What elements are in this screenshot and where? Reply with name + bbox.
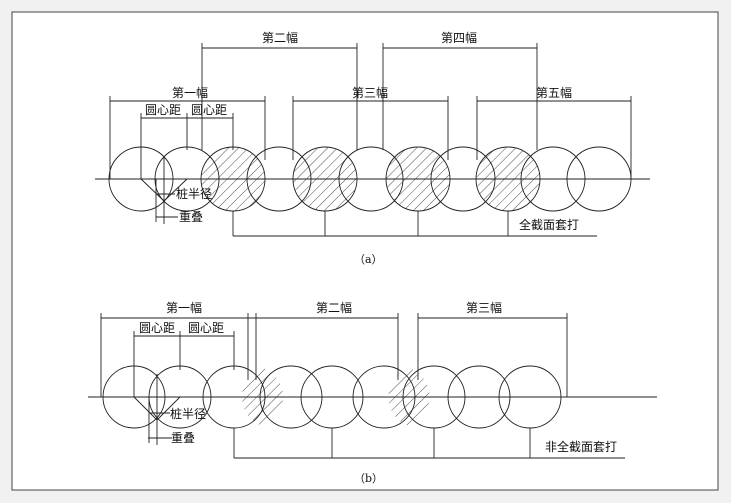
bottom-bracket-b <box>233 428 625 459</box>
pile-circle <box>259 365 323 429</box>
pile-circle <box>430 146 496 212</box>
overlap-lens-hatched <box>388 367 430 427</box>
pile-radius-label-a: 桩半径 <box>176 186 212 201</box>
pile-hatched <box>293 147 357 211</box>
span-label-first-b: 第一幅 <box>166 300 202 315</box>
span-label-first-a: 第一幅 <box>172 85 208 100</box>
diagram-a: 第二幅 第四幅 第一幅 第三幅 第五幅 圆心距 圆心距 <box>95 30 650 266</box>
dim-spans-b <box>100 313 568 397</box>
overlap-label-a: 重叠 <box>179 210 203 224</box>
center-distance-label-2-b: 圆心距 <box>188 321 224 335</box>
center-distance-label-1-b: 圆心距 <box>139 321 175 335</box>
diagram-b: 第一幅 第二幅 第三幅 圆心距 圆心距 桩半径 重叠 <box>88 300 657 485</box>
method-label-a: 全截面套打 <box>519 217 579 232</box>
span-label-third-a: 第三幅 <box>352 85 388 100</box>
center-distance-label-1-a: 圆心距 <box>145 103 181 117</box>
pile-radius-label-b: 桩半径 <box>170 406 206 421</box>
dim-center-distance-b <box>133 331 235 397</box>
caption-a: （a） <box>354 253 383 266</box>
bottom-bracket-a <box>232 211 597 237</box>
panel-border <box>11 11 719 491</box>
method-label-b: 非全截面套打 <box>545 439 617 454</box>
caption-b: （b） <box>354 472 383 485</box>
center-distance-label-2-a: 圆心距 <box>191 103 227 117</box>
pile-circle <box>246 146 312 212</box>
pile-circle <box>520 146 586 212</box>
span-label-fourth-a: 第四幅 <box>441 30 477 45</box>
pile-hatched <box>476 147 540 211</box>
pile-hatched <box>201 147 265 211</box>
pile-circle <box>447 365 511 429</box>
span-label-second-a: 第二幅 <box>262 30 298 45</box>
dim-first-third-fifth-a <box>109 96 632 179</box>
span-label-second-b: 第二幅 <box>316 300 352 315</box>
pile-hatched <box>386 147 450 211</box>
dim-center-distance-a <box>140 113 234 179</box>
pile-circle <box>338 146 404 212</box>
span-label-fifth-a: 第五幅 <box>536 85 572 100</box>
overlap-label-b: 重叠 <box>171 431 195 445</box>
pile-circle <box>352 365 416 429</box>
hatched-overlaps-b <box>241 367 430 427</box>
radius-overlap-markers-b <box>133 374 181 445</box>
span-label-third-b: 第三幅 <box>466 300 502 315</box>
radius-overlap-markers-a <box>140 156 188 224</box>
overlap-lens-hatched <box>241 367 284 427</box>
hatched-piles-a <box>201 147 540 211</box>
dim-second-fourth-a <box>201 43 538 150</box>
